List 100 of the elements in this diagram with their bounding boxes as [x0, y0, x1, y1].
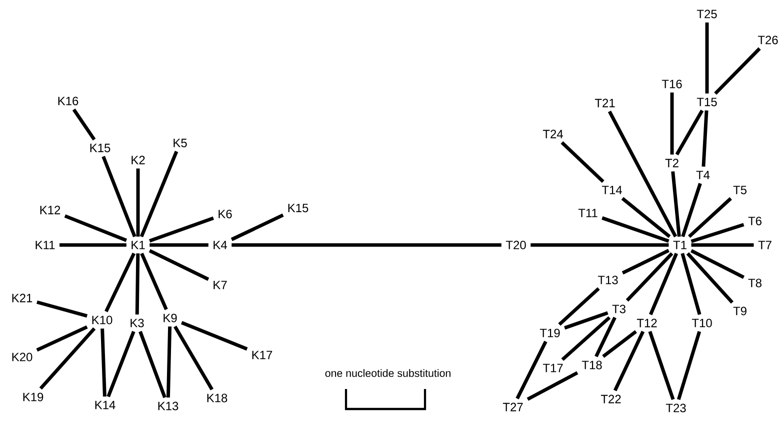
network-line [138, 330, 166, 398]
haplotype-label: T4 [696, 170, 710, 180]
haplotype-label: T8 [748, 278, 762, 288]
haplotype-label: T12 [636, 318, 657, 328]
haplotype-label: T25 [696, 10, 717, 18]
network-line [526, 371, 578, 401]
haplotype-label: K16 [58, 96, 78, 106]
network-line [564, 311, 608, 330]
network-line [608, 110, 678, 238]
network-line [39, 327, 96, 390]
network-line [602, 330, 637, 358]
network-line [136, 168, 140, 237]
network-line [72, 108, 96, 141]
haplotype-label: K14 [95, 400, 116, 410]
network-line [100, 328, 106, 397]
network-line [135, 253, 140, 315]
haplotype-label: T19 [540, 328, 560, 338]
network-line [516, 340, 548, 400]
network-line [102, 156, 136, 238]
network-line [149, 216, 214, 242]
haplotype-label: T26 [758, 36, 778, 44]
network-line [36, 325, 88, 352]
network-line [166, 326, 172, 398]
network-line [676, 331, 702, 400]
haplotype-label: T21 [594, 98, 615, 108]
network-line [594, 316, 616, 358]
haplotype-label: K13 [158, 402, 178, 410]
haplotype-label: T20 [506, 240, 526, 250]
haplotype-label: T7 [758, 240, 772, 250]
haplotype-label: T14 [602, 186, 622, 194]
network-line [675, 110, 704, 156]
network-line [686, 252, 734, 304]
haplotype-label: T23 [666, 404, 686, 412]
network-line [681, 182, 702, 238]
haplotype-label: T1 [673, 240, 686, 250]
network-line [106, 330, 136, 398]
network-line [140, 252, 168, 310]
haplotype-label: K19 [23, 392, 44, 402]
haplotype-label: T18 [582, 360, 602, 370]
haplotype-label: K1 [132, 240, 145, 250]
network-line [671, 171, 681, 237]
haplotype-label: T13 [598, 276, 618, 284]
network-line [622, 248, 670, 274]
haplotype-label: K17 [252, 350, 272, 360]
network-line [649, 252, 678, 316]
network-line [60, 243, 126, 247]
network-line [230, 214, 284, 242]
network-line [140, 150, 178, 238]
network-line [690, 249, 745, 279]
network-line [180, 321, 248, 351]
network-line [688, 197, 732, 238]
network-line [714, 47, 761, 95]
network-line [670, 92, 674, 155]
network-line [602, 216, 670, 243]
network-line [148, 249, 210, 281]
haplotype-label: T27 [502, 402, 523, 412]
network-line [613, 330, 645, 392]
haplotype-label: T10 [692, 318, 712, 328]
haplotype-label: K4 [214, 240, 227, 250]
haplotype-label: K6 [218, 210, 232, 218]
haplotype-label: T2 [665, 158, 678, 168]
haplotype-label: T22 [600, 394, 621, 404]
haplotype-label: K7 [214, 280, 227, 290]
network-line [621, 197, 671, 238]
haplotype-label: K5 [174, 138, 187, 148]
network-line [691, 243, 754, 247]
haplotype-label: T16 [662, 80, 682, 88]
haplotype-label: T24 [542, 130, 563, 138]
network-line [150, 243, 208, 247]
haplotype-label: K10 [92, 316, 112, 324]
haplotype-label: T17 [542, 364, 563, 372]
network-line [64, 214, 128, 242]
network-line [174, 326, 214, 390]
haplotype-label: T15 [696, 98, 717, 106]
haplotype-label: K21 [12, 294, 32, 302]
haplotype-label: T3 [612, 304, 626, 314]
network-line [36, 300, 88, 318]
network-line [561, 316, 611, 361]
network-line [104, 252, 136, 312]
network-line [558, 287, 600, 326]
haplotype-label: K20 [12, 352, 32, 362]
haplotype-label: T6 [748, 216, 762, 226]
network-line [560, 141, 604, 183]
haplotype-label: K9 [164, 314, 177, 322]
haplotype-label: T5 [733, 186, 746, 194]
scale-label: one nucleotide substitution [325, 369, 450, 377]
haplotype-label: K11 [36, 240, 55, 250]
haplotype-label: K15 [90, 144, 110, 152]
haplotype-label: T9 [733, 306, 746, 316]
network-line [690, 222, 744, 244]
network-line [680, 252, 702, 315]
network-line [702, 110, 708, 167]
haplotype-label: K15 [288, 204, 308, 212]
network-line [232, 243, 502, 247]
haplotype-label: K3 [130, 318, 144, 328]
network-line [530, 243, 669, 247]
network-line [648, 330, 675, 400]
network-line [705, 22, 709, 94]
network-line [626, 252, 674, 302]
haplotype-label: K18 [207, 394, 228, 402]
